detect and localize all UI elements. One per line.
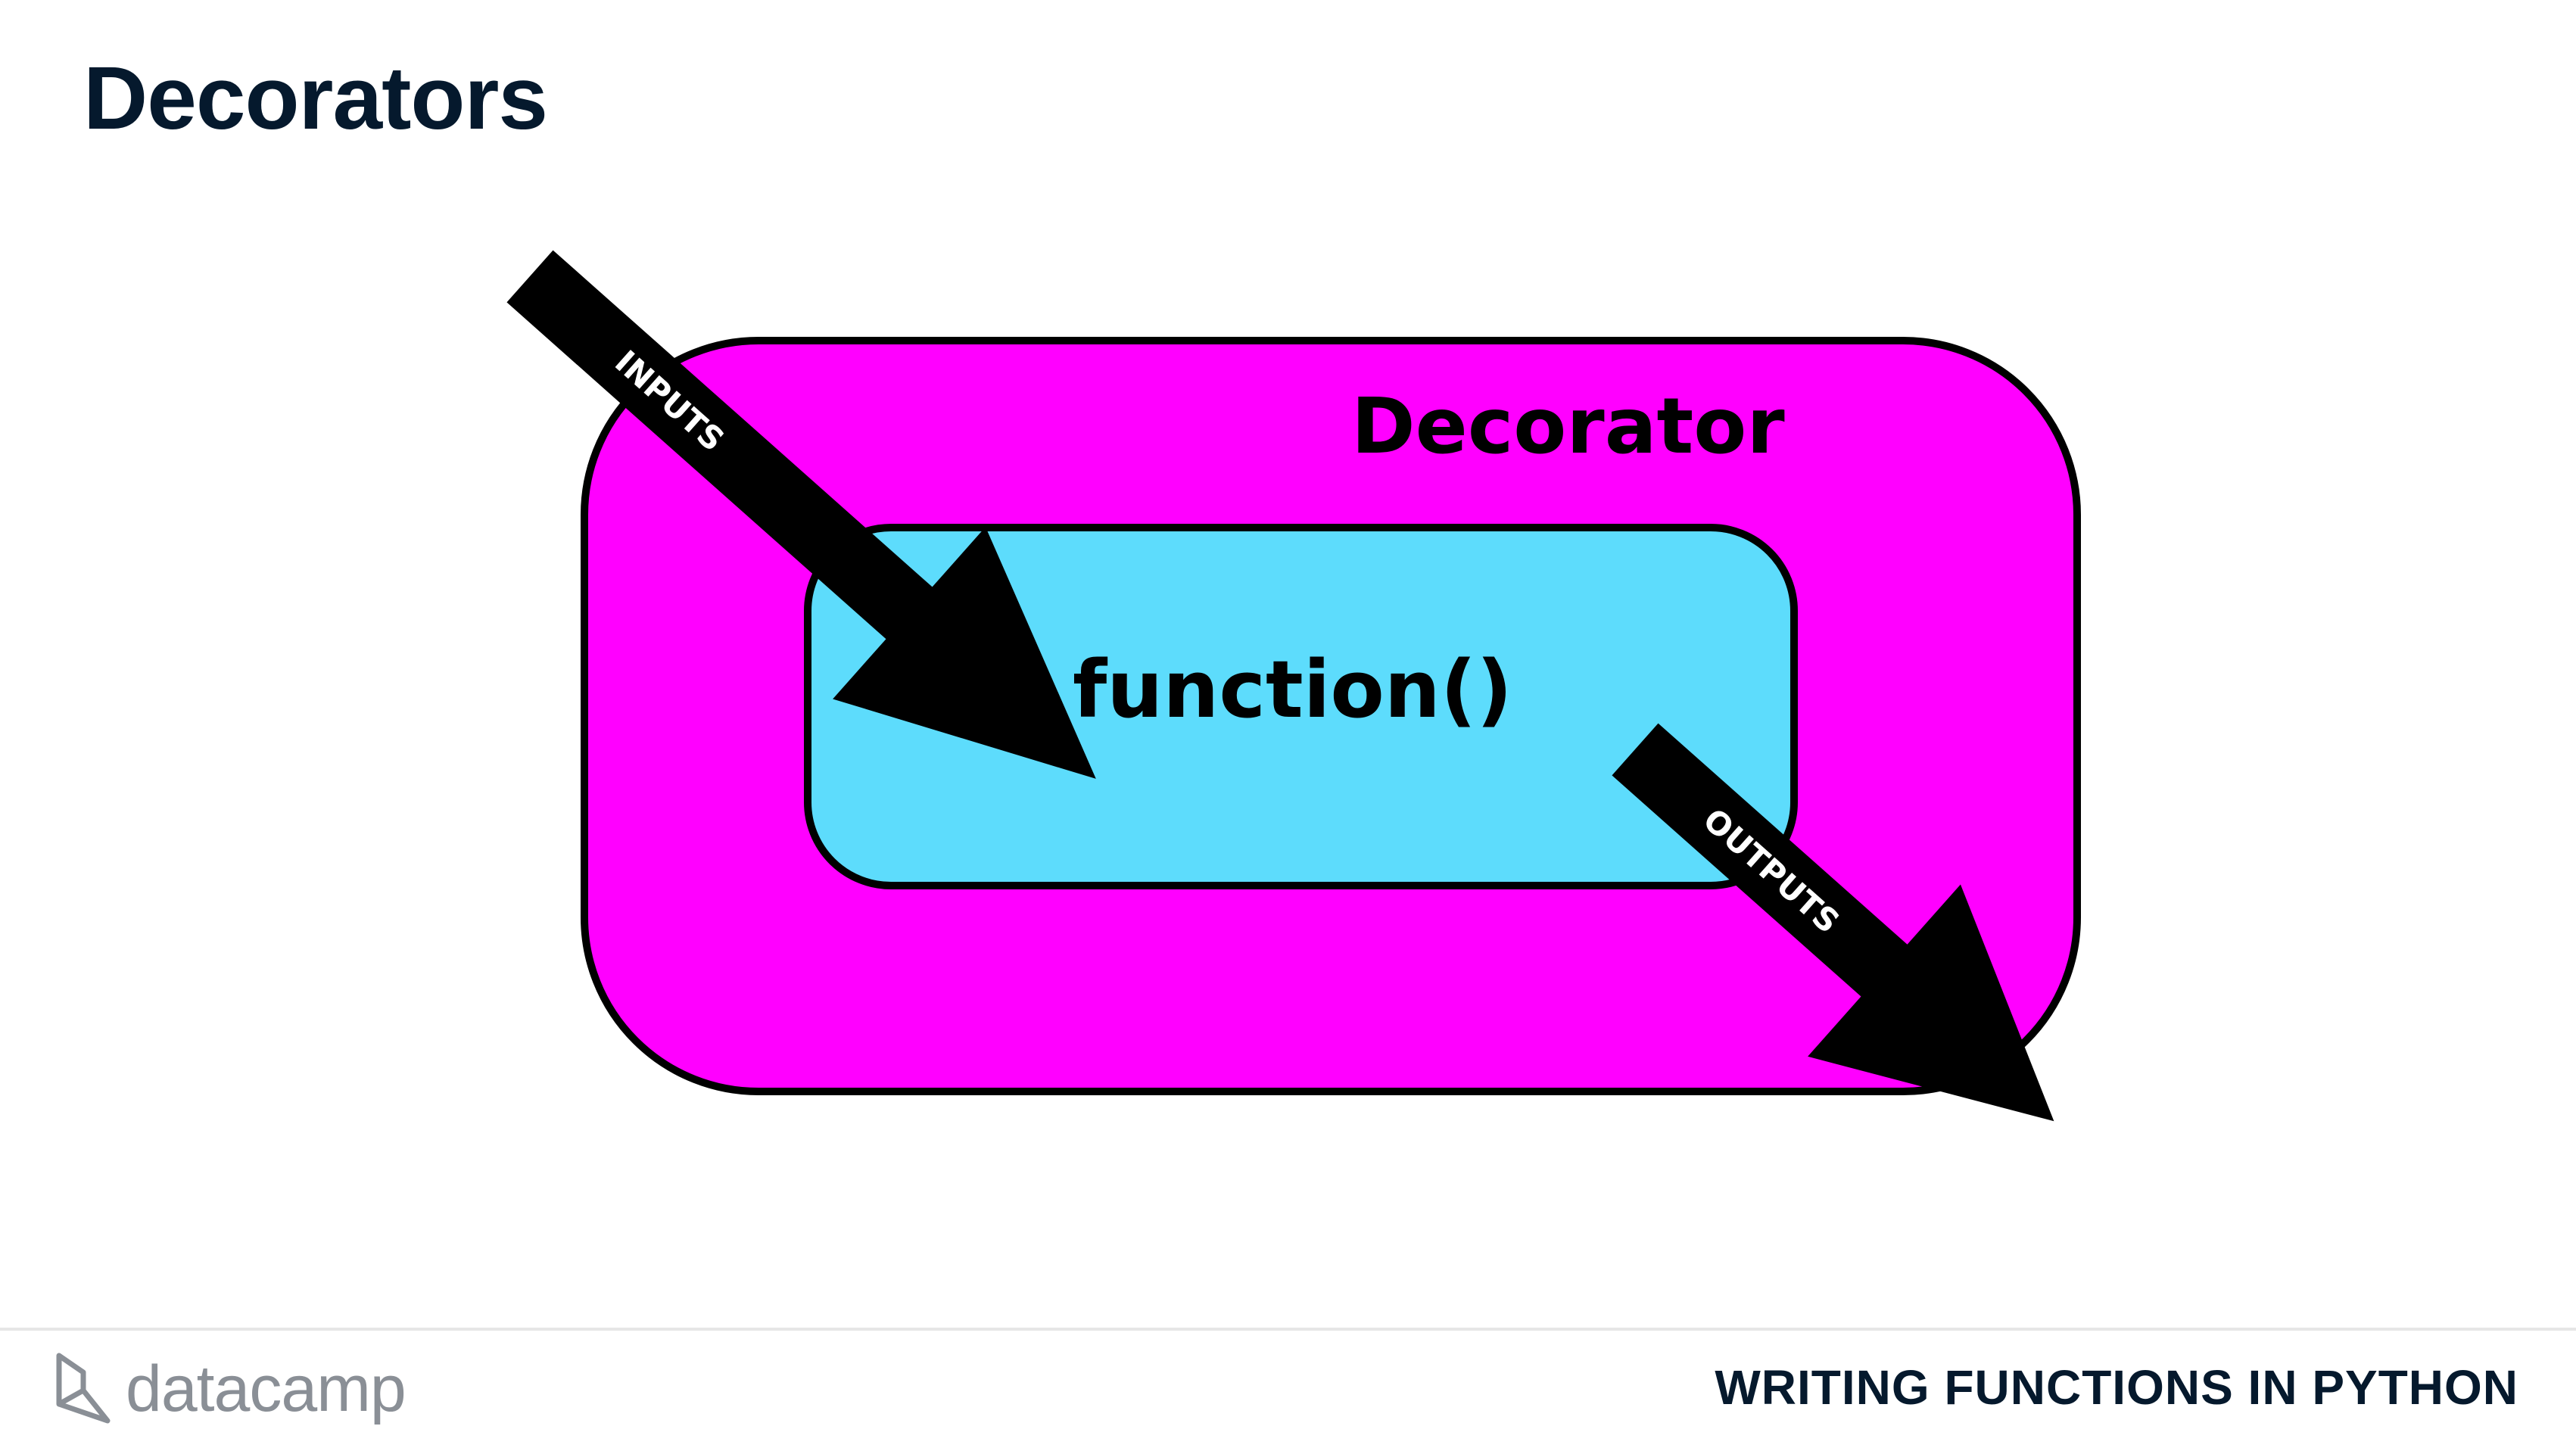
function-box [804, 524, 1798, 889]
footer-divider [0, 1328, 2576, 1331]
datacamp-logo: datacamp [53, 1347, 406, 1431]
brand-name: datacamp [126, 1352, 406, 1425]
function-label: function() [1073, 643, 1512, 736]
course-title: WRITING FUNCTIONS IN PYTHON [1715, 1360, 2518, 1415]
inputs-arrow-shape [506, 250, 1096, 779]
decorator-label: Decorator [1351, 381, 1785, 472]
slide-title: Decorators [83, 48, 548, 148]
datacamp-logo-icon [56, 1353, 111, 1424]
outputs-arrow-shape [1612, 723, 2054, 1122]
